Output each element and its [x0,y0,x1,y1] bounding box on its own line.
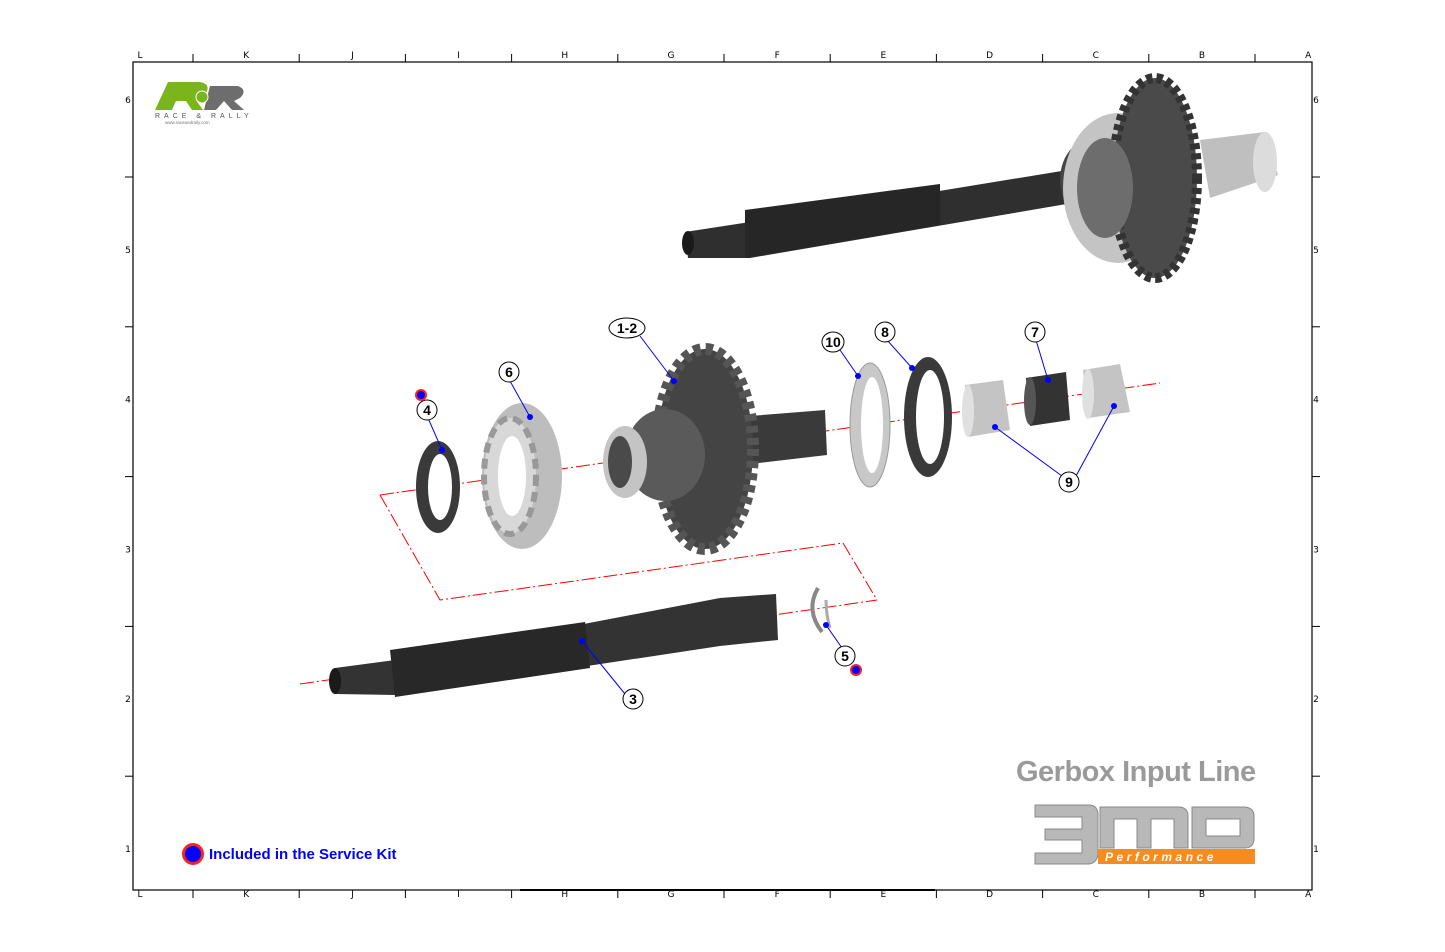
column-label-bottom: D [986,890,993,900]
row-label-right: 2 [1313,695,1319,705]
callout-1-2: 1-2 [608,317,646,339]
column-label-top: E [881,51,887,61]
column-label-bottom: L [137,890,142,900]
column-label-top: L [137,51,142,61]
callout-6: 6 [498,361,520,383]
service-kit-markers [415,389,862,676]
callout-9: 9 [1058,471,1080,493]
callout-number: 10 [825,334,841,350]
row-label-left: 4 [125,396,131,406]
column-label-top: D [986,51,993,61]
column-label-top: G [668,51,675,61]
column-grid-ticks: L L K K J J I I H H G G F F E E D D C C B B A A [137,51,1312,900]
column-label-bottom: F [775,890,780,900]
part-10-thrust-washer [849,362,891,488]
column-label-bottom: I [457,890,460,900]
part-7-spacer [1024,372,1070,426]
column-label-bottom: E [881,890,887,900]
column-label-top: I [457,51,460,61]
legend-label: Included in the Service Kit [209,845,397,863]
service-kit-marker-4 [415,389,427,401]
row-label-left: 1 [125,845,131,855]
part-4-seal [416,441,460,533]
row-label-right: 5 [1313,246,1319,256]
leader-lines [427,335,1115,695]
column-label-bottom: C [1093,890,1099,900]
column-label-top: B [1199,51,1205,61]
row-label-left: 6 [125,96,131,106]
assembled-input-shaft [682,73,1278,283]
column-label-top: F [775,51,780,61]
callout-number: 9 [1065,474,1073,490]
row-label-right: 3 [1313,545,1319,555]
part-9-needle-bearing [962,364,1130,437]
callout-number: 5 [841,648,849,664]
column-label-top: A [1305,51,1312,61]
callout-3: 3 [622,688,644,710]
column-label-bottom: K [243,890,250,900]
column-label-top: J [350,51,354,61]
row-label-right: 6 [1313,96,1319,106]
logo-url: www.raceandrally.com [165,120,210,125]
column-label-top: C [1093,51,1099,61]
legend: Included in the Service Kit [182,843,397,865]
part-1-2-gear [603,343,827,555]
column-label-bottom: J [350,890,354,900]
row-label-left: 2 [125,695,131,705]
row-grid-ticks: 6 6 5 5 4 4 3 3 2 2 1 1 [125,96,1320,855]
callout-7: 7 [1024,321,1046,343]
callout-5: 5 [834,645,856,667]
column-label-bottom: A [1305,890,1312,900]
column-label-bottom: B [1199,890,1205,900]
part-6-bearing [481,403,562,549]
callout-number: 8 [881,324,889,340]
column-label-bottom: H [561,890,568,900]
row-label-left: 3 [125,545,131,555]
part-3-shaft [329,594,778,697]
row-label-left: 5 [125,246,131,256]
callout-number: 3 [629,691,637,707]
callout-10: 10 [821,331,845,353]
service-kit-marker-5 [850,664,862,676]
callout-number: 4 [423,402,431,418]
callout-balloons: 1-2 3 4 5 6 7 8 9 10 [416,317,1080,710]
part-5-circlip [810,586,832,634]
row-label-right: 4 [1313,396,1319,406]
service-kit-marker-icon [182,843,204,865]
callout-number: 7 [1031,324,1039,340]
logo-performance-text: Performance [1105,850,1217,864]
callout-number: 6 [505,364,513,380]
row-label-right: 1 [1313,845,1319,855]
3mo-performance-logo: Performance [1034,804,1255,865]
column-label-top: H [561,51,568,61]
logo-tagline: RACE & RALLY [155,113,253,120]
column-label-top: K [243,51,250,61]
callout-number: 1-2 [617,320,637,336]
leader-dots [439,365,1117,644]
column-label-bottom: G [668,890,675,900]
part-8-ring [904,357,952,477]
callout-4: 4 [416,399,438,421]
callout-8: 8 [874,321,896,343]
drawing-title: Gerbox Input Line [1016,756,1256,788]
race-and-rally-logo: RACE & RALLY www.raceandrally.com [155,82,253,125]
